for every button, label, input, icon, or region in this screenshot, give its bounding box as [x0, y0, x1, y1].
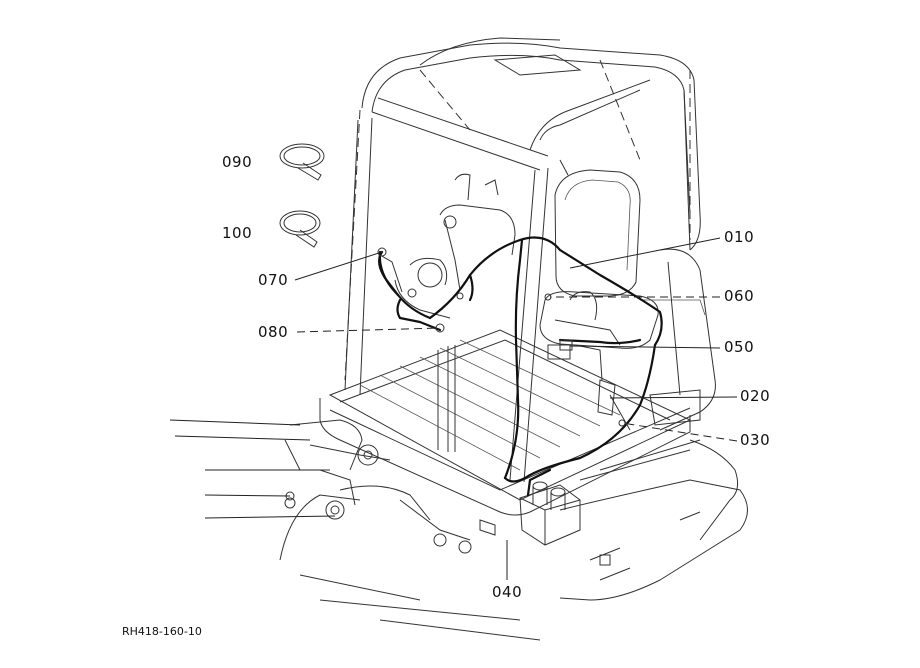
figure-reference: RH418-160-10 [122, 625, 202, 638]
callout-080: 080 [258, 323, 289, 341]
swing-bracket [284, 419, 496, 554]
control-consoles [379, 173, 621, 416]
callout-030: 030 [740, 431, 771, 449]
callout-010: 010 [724, 228, 755, 246]
cable-tie-100 [279, 210, 321, 248]
relay-unit-040 [519, 481, 581, 546]
callout-060: 060 [724, 287, 755, 305]
harness-connectors [377, 247, 631, 431]
canopy-frame [344, 37, 701, 483]
callout-020: 020 [740, 387, 771, 405]
operator-seat [539, 169, 706, 349]
canopy-hidden-lines [344, 59, 691, 381]
crawler-track-right [559, 479, 748, 601]
callout-090: 090 [222, 153, 253, 171]
callout-050: 050 [724, 338, 755, 356]
cable-tie-090 [279, 143, 325, 181]
callout-100: 100 [222, 224, 253, 242]
leader-lines [169, 237, 738, 580]
callout-070: 070 [258, 271, 289, 289]
callout-040: 040 [492, 583, 523, 601]
floor-platform [319, 329, 692, 516]
body-covers [579, 248, 739, 541]
crawler-track-left [279, 494, 541, 641]
wire-harness [378, 236, 663, 497]
